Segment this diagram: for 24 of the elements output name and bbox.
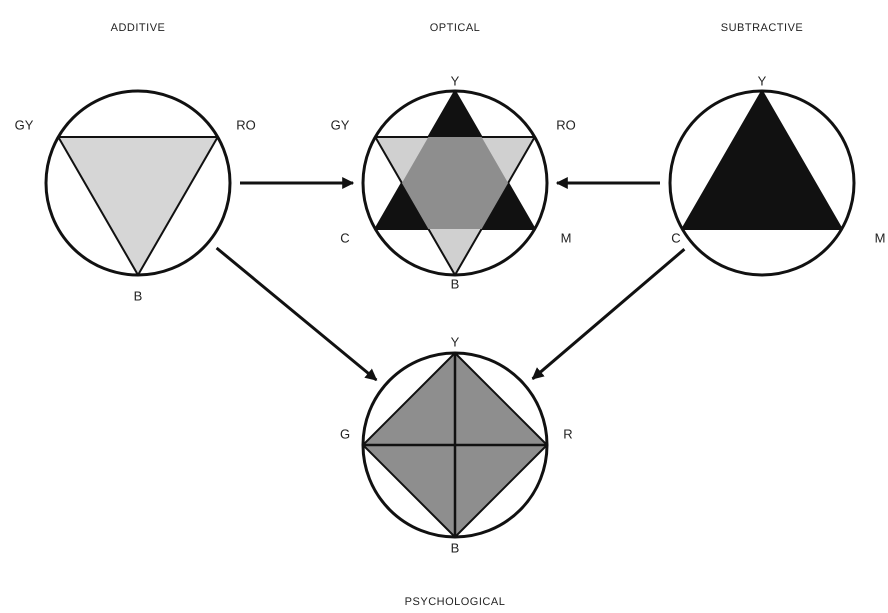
vertex-label: R <box>563 426 573 442</box>
vertex-label: M <box>560 230 572 246</box>
arrow <box>216 246 378 382</box>
diagram-heading: SUBTRACTIVE <box>720 22 804 34</box>
vertex-label: GY <box>14 118 34 132</box>
vertex-label: G <box>340 426 350 442</box>
vertex-label: C <box>671 230 681 246</box>
diagram-heading: PSYCHOLOGICAL <box>404 596 506 608</box>
diagram-heading: OPTICAL <box>430 22 480 34</box>
vertex-label: RO <box>236 118 256 132</box>
vertex-label: Y <box>758 74 766 88</box>
vertex-label: Y <box>450 334 460 350</box>
vertex-label: GY <box>330 118 350 132</box>
vertex-label: Y <box>450 74 460 88</box>
arrow <box>532 248 686 380</box>
vertex-label: B <box>450 540 460 556</box>
arrow <box>556 177 660 189</box>
vertex-label: M <box>874 230 886 246</box>
vertex-label: RO <box>556 118 576 132</box>
diagram-heading: ADDITIVE <box>110 22 166 34</box>
arrow <box>240 177 354 189</box>
vertex-label: B <box>134 288 142 304</box>
vertex-label: B <box>450 276 460 292</box>
vertex-label: C <box>340 230 350 246</box>
